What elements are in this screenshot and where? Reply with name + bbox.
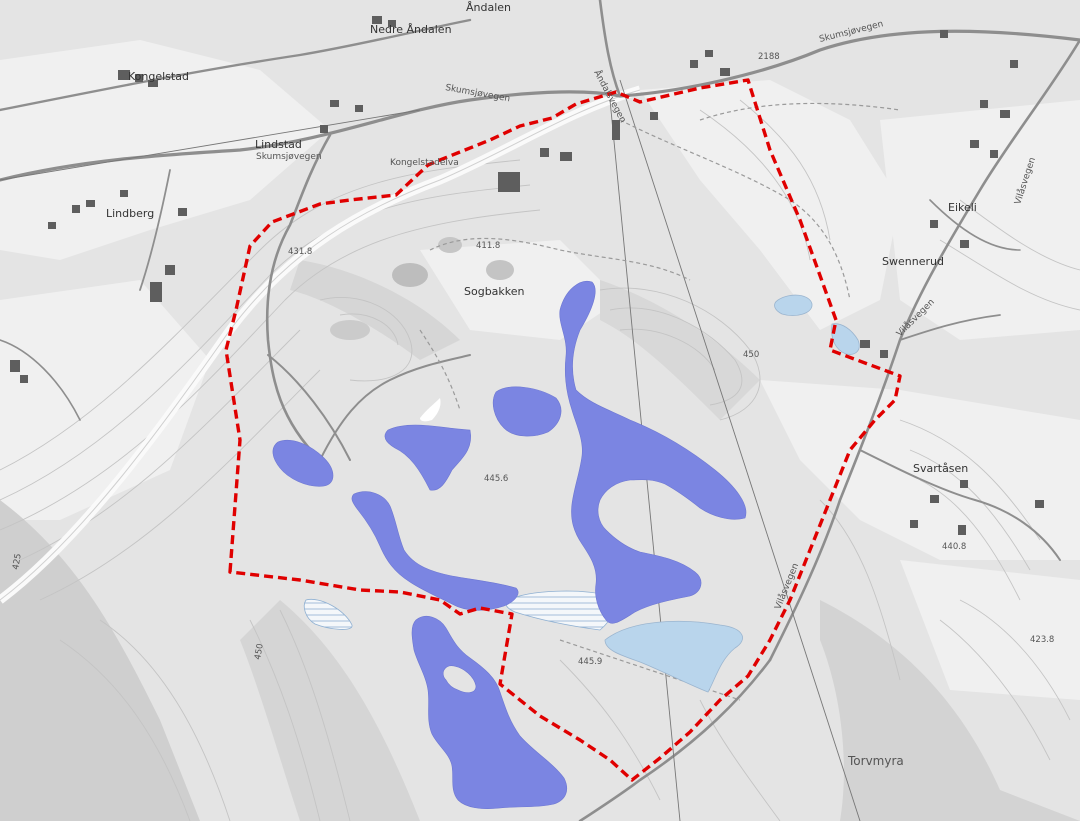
wetland-west: [272, 439, 334, 487]
clearing: [420, 398, 441, 422]
label-sogbakken: Sogbakken: [464, 285, 525, 298]
label-kongelstad: Kongelstad: [128, 70, 189, 83]
planning-boundary[interactable]: [224, 78, 902, 782]
label-eikeli: Eikeli: [948, 201, 977, 214]
contour-lines: [0, 99, 1080, 821]
elev-445-6: 445.6: [484, 474, 508, 484]
place-labels: Kongelstad Nedre Åndalen Åndalen Lindsta…: [106, 1, 977, 768]
label-lindstad: Lindstad: [255, 138, 302, 151]
elev-450-west: 450: [253, 643, 266, 661]
elev-423: 423.8: [1030, 635, 1054, 645]
elev-431: 431.8: [288, 247, 312, 257]
wetland-central-large: [559, 280, 747, 624]
label-skumsjovegen-west: Skumsjøvegen: [256, 152, 322, 162]
label-nedre-andalen: Nedre Åndalen: [370, 23, 452, 36]
label-lindberg: Lindberg: [106, 207, 154, 220]
label-river: Kongelstadelva: [390, 158, 459, 168]
buildings: [10, 16, 1044, 535]
elev-425: 425: [11, 553, 24, 571]
label-andalen: Åndalen: [466, 1, 511, 14]
elev-440: 440.8: [942, 542, 966, 552]
tracks: [419, 102, 901, 701]
label-torvmyra: Torvmyra: [847, 754, 904, 768]
terrain-shading: [0, 237, 1080, 821]
wetland-areas: [272, 280, 747, 810]
water-bodies: [604, 294, 860, 693]
wetland-south-west: [351, 491, 519, 611]
river: [0, 85, 642, 604]
label-svartasen: Svartåsen: [913, 462, 968, 475]
label-road-number: 2188: [758, 52, 780, 62]
elev-450-east: 450: [743, 350, 759, 360]
marsh-areas: [303, 590, 615, 631]
label-swennerud: Swennerud: [882, 255, 944, 268]
wetland-north-central: [492, 386, 562, 437]
elev-445-9: 445.9: [578, 657, 602, 667]
elev-411: 411.8: [476, 241, 500, 251]
wetland-north-west: [384, 424, 472, 491]
wetland-south: [411, 616, 567, 810]
elevation-labels: 411.8 431.8 445.6 445.9 440.8 423.8 450 …: [11, 241, 1054, 667]
